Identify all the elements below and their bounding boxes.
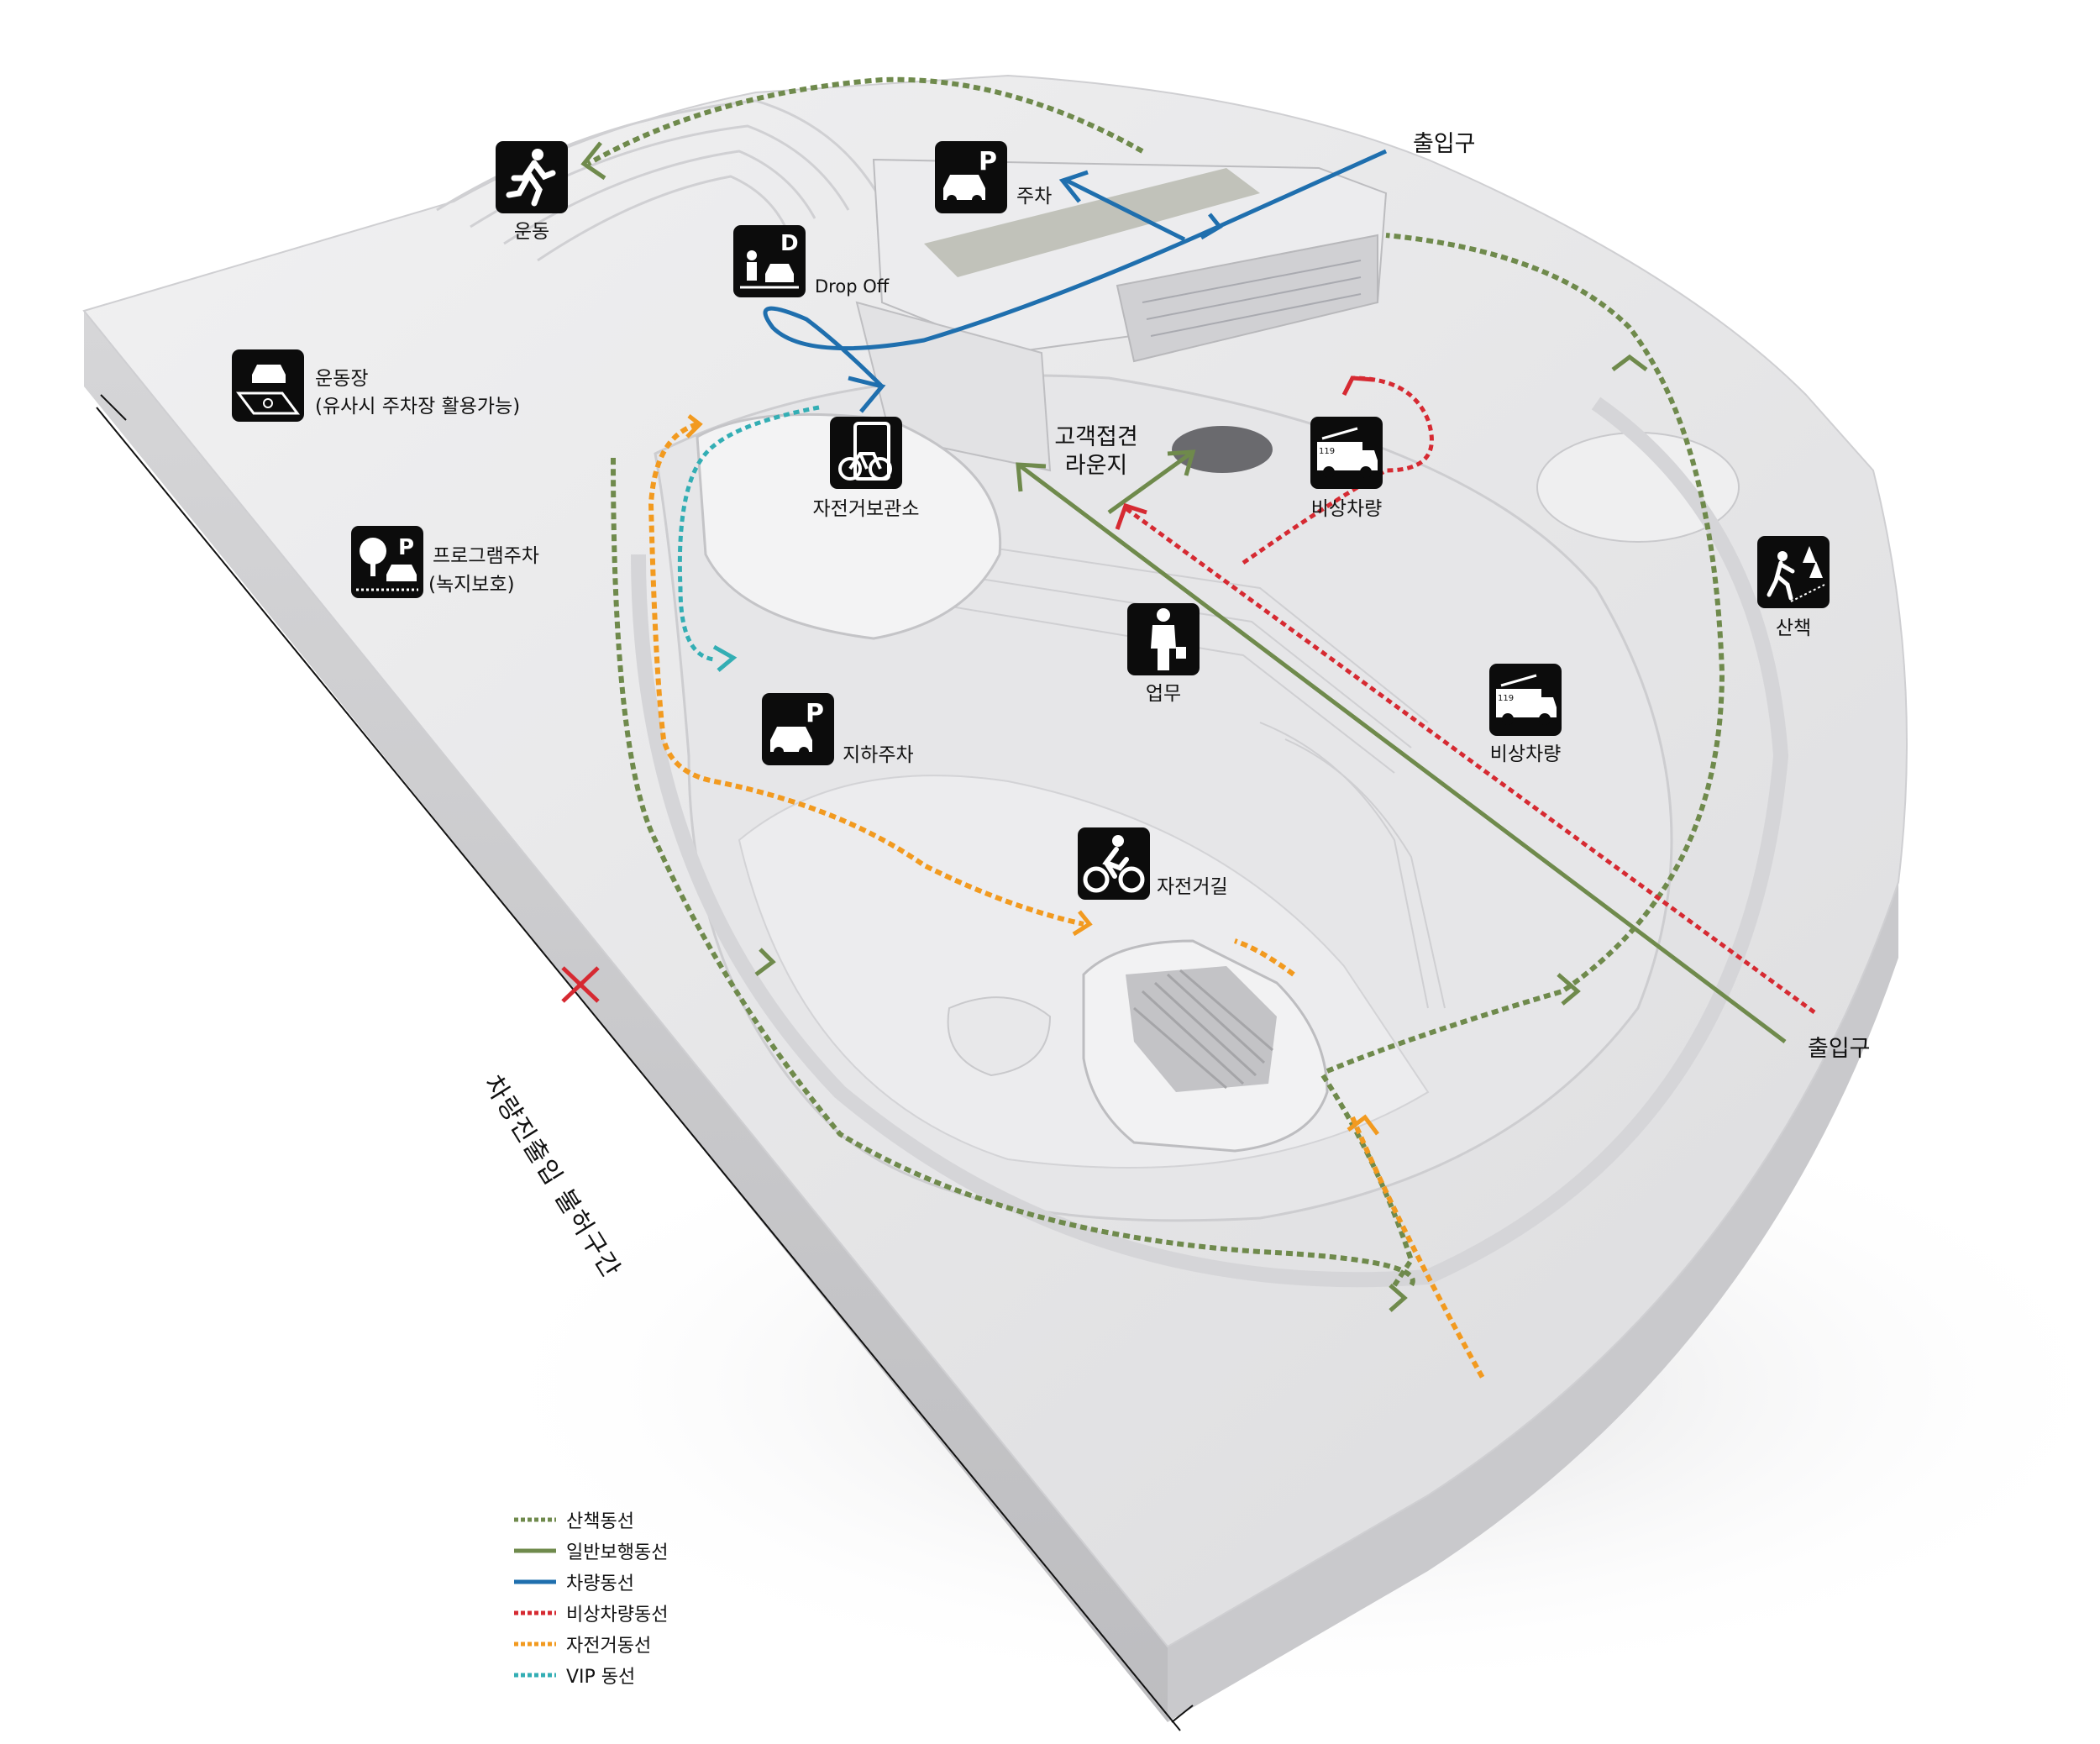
plaza-steps xyxy=(923,537,1446,1009)
legend-swatch xyxy=(514,1517,556,1521)
fire-truck-icon: 119 xyxy=(1489,664,1562,736)
legend-label: VIP 동선 xyxy=(566,1666,636,1688)
bike-routes xyxy=(648,422,1485,1379)
businessman-icon xyxy=(1127,603,1200,675)
drop-off-icon: D xyxy=(733,225,806,297)
legend-label: 자전거동선 xyxy=(566,1635,652,1657)
legend-label: 산책동선 xyxy=(566,1510,634,1532)
pedestrian-routes xyxy=(1019,449,1787,1043)
walk-routes xyxy=(586,76,1725,1287)
field-label-line1: 운동장 xyxy=(315,368,369,390)
parking-label: 주차 xyxy=(1016,186,1053,207)
legend-label: 비상차량동선 xyxy=(566,1604,669,1626)
no-entry-mark xyxy=(561,966,600,1003)
svg-text:P: P xyxy=(806,699,824,728)
tree-parking-icon: P xyxy=(351,526,423,598)
program-parking-label-line1: 프로그램주차 xyxy=(433,545,539,567)
legend-row: VIP 동선 xyxy=(514,1659,668,1690)
svg-text:119: 119 xyxy=(1498,694,1514,703)
legend-swatch xyxy=(514,1548,556,1552)
runner-icon xyxy=(496,141,568,213)
legend-swatch xyxy=(514,1610,556,1615)
field-car-icon xyxy=(232,349,304,422)
fire-truck-icon: 119 xyxy=(1310,417,1383,489)
vip-routes xyxy=(677,405,820,662)
legend-row: 산책동선 xyxy=(514,1504,668,1535)
svg-text:D: D xyxy=(780,231,799,256)
bike-storage-icon xyxy=(830,417,902,489)
parking-car-icon: P xyxy=(935,141,1007,213)
program-parking-label-line2: (녹지보호) xyxy=(428,574,515,596)
svg-text:P: P xyxy=(979,147,997,176)
emergency-routes xyxy=(1124,376,1816,1015)
model-side-right xyxy=(1168,882,1898,1722)
hiker-icon xyxy=(1757,536,1830,608)
bike-path-label: 자전거길 xyxy=(1157,876,1228,898)
legend-row: 차량동선 xyxy=(514,1566,668,1597)
legend-label: 일반보행동선 xyxy=(566,1542,669,1563)
legend-row: 자전거동선 xyxy=(514,1628,668,1659)
legend-row: 일반보행동선 xyxy=(514,1535,668,1566)
entrance-top-label: 출입구 xyxy=(1413,131,1476,157)
model-side-left xyxy=(84,311,1168,1722)
walk-label: 산책 xyxy=(1775,617,1812,639)
field-label-line2: (유사시 주차장 활용가능) xyxy=(315,396,521,418)
cyclist-icon xyxy=(1078,827,1150,900)
legend-swatch xyxy=(514,1673,556,1677)
parking-car-icon: P xyxy=(762,693,834,765)
legend-label: 차량동선 xyxy=(566,1573,634,1594)
drop-off-label: Drop Off xyxy=(815,276,890,297)
work-label: 업무 xyxy=(1145,683,1182,705)
pond xyxy=(947,996,1052,1077)
boundary-line xyxy=(96,394,1194,1731)
bike-storage-label: 자전거보관소 xyxy=(812,498,920,520)
underground-parking-label: 지하주차 xyxy=(843,744,914,766)
legend-row: 비상차량동선 xyxy=(514,1597,668,1628)
lower-structure xyxy=(1082,939,1329,1153)
legend-swatch xyxy=(514,1579,556,1584)
vehicle-routes xyxy=(763,149,1388,388)
lounge-label-line1: 고객접견 xyxy=(1054,424,1138,450)
emergency-label-1: 비상차량 xyxy=(1310,498,1383,520)
svg-text:119: 119 xyxy=(1319,447,1335,456)
emergency-label-2: 비상차량 xyxy=(1489,743,1562,765)
exercise-label: 운동 xyxy=(513,221,550,243)
lounge-opening xyxy=(1172,426,1273,473)
entrance-bottom-label: 출입구 xyxy=(1808,1036,1871,1062)
svg-text:P: P xyxy=(398,535,414,560)
route-arrowheads xyxy=(580,141,1648,1312)
lounge-label-line2: 라운지 xyxy=(1064,453,1128,479)
legend-swatch xyxy=(514,1642,556,1646)
pavilion xyxy=(696,412,1002,640)
outer-path xyxy=(631,397,1789,1288)
